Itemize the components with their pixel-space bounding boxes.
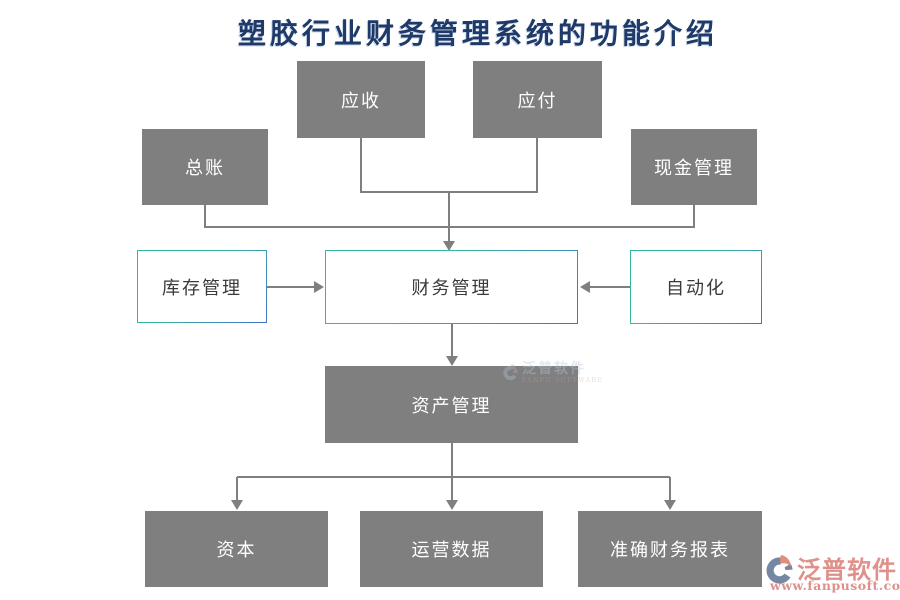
node-payables: 应付	[473, 61, 602, 138]
node-capital-label: 资本	[216, 540, 257, 561]
node-general-ledger-label: 总账	[185, 158, 225, 179]
fanpu-logo-icon	[766, 554, 795, 584]
node-general-ledger: 总账	[142, 129, 268, 205]
node-asset-management: 资产管理	[325, 366, 578, 443]
node-cash-management: 现金管理	[631, 129, 757, 205]
connector-ledger-cash-join	[204, 205, 695, 228]
arrowhead-into-finance-left	[314, 281, 324, 293]
node-financial-management: 财务管理	[325, 250, 578, 324]
node-accurate-financial-reports-label: 准确财务报表	[610, 540, 730, 561]
arrowhead-into-asset	[446, 356, 458, 366]
arrowhead-into-finance-top	[443, 241, 455, 251]
node-financial-management-label: 财务管理	[411, 278, 492, 299]
page-title: 塑胶行业财务管理系统的功能介绍	[238, 17, 719, 50]
node-capital: 资本	[145, 511, 328, 587]
node-inventory-management-label: 库存管理	[162, 277, 242, 299]
node-inventory-management: 库存管理	[137, 250, 267, 323]
fanpu-logo: 泛普软件 www.fanpusoft.com	[766, 549, 900, 594]
node-receivables: 应收	[297, 61, 425, 138]
connector-receivables-payables-join	[360, 138, 538, 242]
node-payables-label: 应付	[517, 90, 558, 112]
node-automation: 自动化	[630, 250, 762, 324]
node-cash-management-label: 现金管理	[654, 158, 734, 179]
node-automation-label: 自动化	[666, 278, 726, 299]
arrowhead-into-finance-right	[580, 281, 590, 293]
fanpu-logo-brand: 泛普软件	[797, 555, 897, 584]
node-accurate-financial-reports: 准确财务报表	[578, 511, 762, 587]
arrowhead-into-capital	[231, 500, 243, 510]
fanpu-logo-url: www.fanpusoft.com	[770, 578, 900, 593]
node-asset-management-label: 资产管理	[411, 395, 492, 417]
arrowhead-into-reports	[664, 500, 676, 510]
arrowhead-into-opsdata	[446, 500, 458, 510]
node-operational-data: 运营数据	[360, 511, 543, 587]
node-operational-data-label: 运营数据	[411, 540, 492, 561]
connector-asset-to-bottom-row	[236, 443, 671, 500]
node-receivables-label: 应收	[341, 90, 381, 112]
